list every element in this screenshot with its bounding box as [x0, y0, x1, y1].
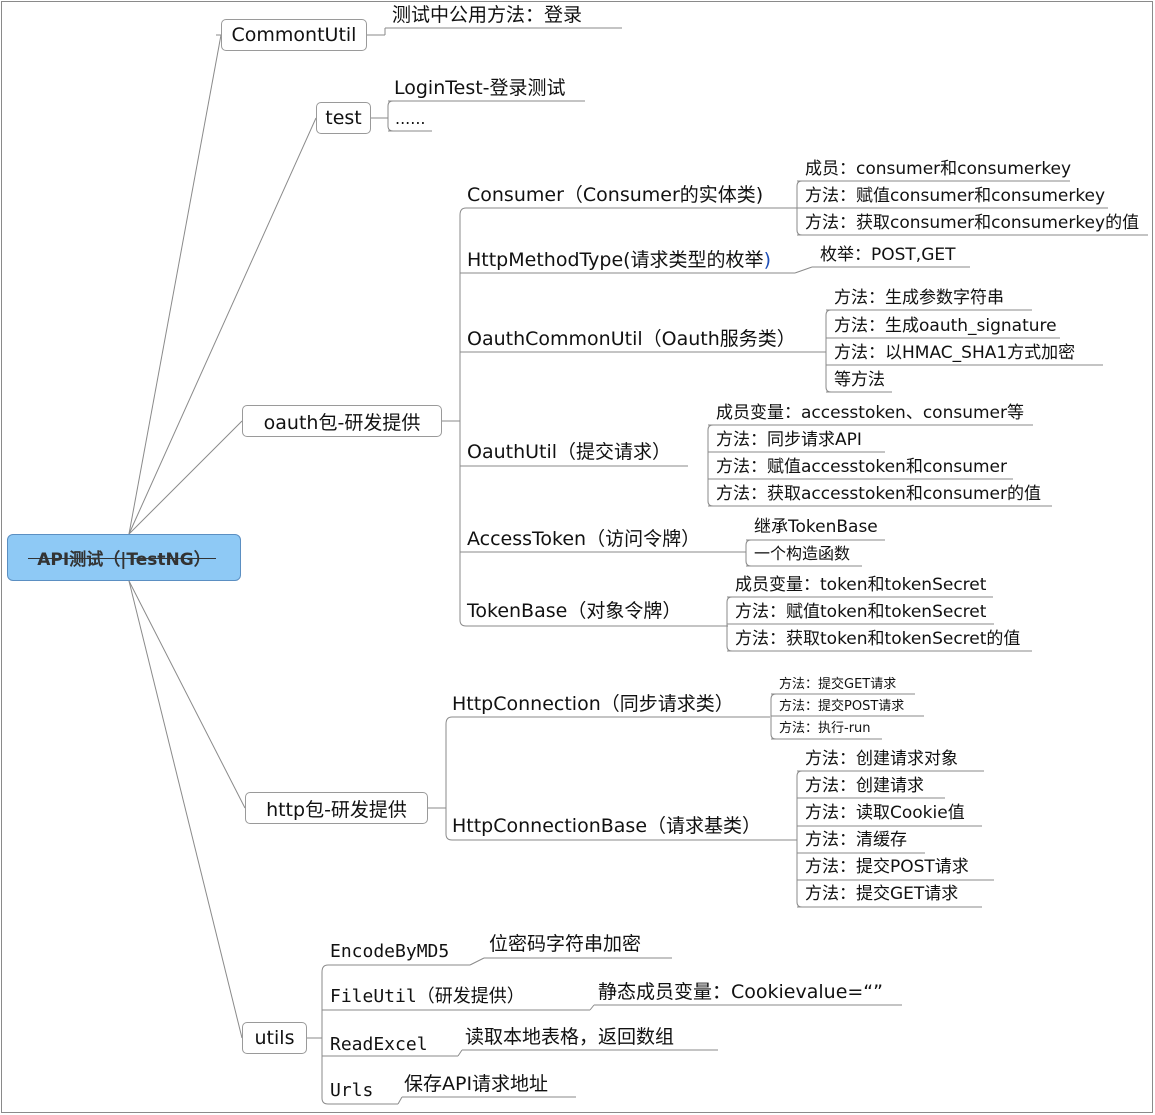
class-readexcel: ReadExcel [330, 1034, 428, 1055]
connector-line [457, 1049, 463, 1057]
connector-line [745, 539, 752, 546]
connector-line [825, 309, 832, 316]
consumer-item: 方法：赋值consumer和consumerkey [805, 186, 1106, 206]
accesstoken-item: 继承TokenBase [754, 517, 878, 537]
oauthcommonutil-item: 方法：以HMAC_SHA1方式加密 [834, 343, 1076, 363]
oauthcommonutil-item: 方法：生成参数字符串 [834, 288, 1004, 308]
class-accesstoken: AccessToken（访问令牌） [467, 528, 701, 550]
connector-line [459, 619, 728, 627]
class-httpconnection: HttpConnection（同步请求类） [452, 693, 734, 715]
connector-line [128, 117, 317, 535]
tokenbase-item: 方法：获取token和tokenSecret的值 [735, 629, 1021, 649]
root-topic[interactable]: API测试（|TestNG） [7, 534, 241, 581]
topic-oauth-label: oauth包-研发提供 [263, 411, 421, 434]
topic-test-label: test [325, 107, 362, 129]
httpconnectionbase-item: 方法：创建请求 [805, 776, 924, 796]
topic-oauth[interactable]: oauth包-研发提供 [242, 405, 442, 437]
httpconnection-item: 方法：执行-run [779, 721, 871, 736]
topic-commonutil[interactable]: CommontUtil [221, 19, 367, 51]
connector-line [128, 580, 243, 1039]
class-httpmethodtype-label: HttpMethodType(请求类型的枚举 [467, 249, 764, 271]
connector-line [707, 424, 714, 431]
connector-line [321, 1097, 398, 1105]
connector-line [707, 500, 714, 507]
connector-line [128, 580, 246, 809]
httpconnection-item: 方法：提交POST请求 [779, 699, 905, 714]
class-httpconnectionbase: HttpConnectionBase（请求基类） [452, 815, 762, 837]
topic-utils-label: utils [254, 1027, 295, 1049]
connector-line [770, 733, 777, 740]
connector-line [469, 957, 485, 966]
oauthutil-item: 方法：获取accesstoken和consumer的值 [716, 484, 1041, 504]
httpconnectionbase-item: 方法：提交GET请求 [805, 884, 959, 904]
connector-line [387, 125, 394, 132]
connector-line [794, 266, 813, 274]
consumer-item: 方法：获取consumer和consumerkey的值 [805, 213, 1140, 233]
httpconnectionbase-item: 方法：创建请求对象 [805, 749, 958, 769]
connector-line [128, 420, 243, 535]
test-item-ellipsis: ...... [395, 109, 426, 128]
class-fileutil: FileUtil（研发提供） [330, 986, 525, 1007]
accesstoken-item: 一个构造函数 [754, 544, 851, 563]
fileutil-note: 静态成员变量：Cookievalue=“” [598, 981, 883, 1003]
oauthutil-item: 方法：同步请求API [716, 430, 862, 450]
httpconnectionbase-item: 方法：清缓存 [805, 830, 907, 850]
class-httpmethodtype-paren: ) [763, 249, 771, 271]
httpconnection-item: 方法：提交GET请求 [779, 677, 897, 692]
connector-line [321, 964, 470, 973]
class-urls: Urls [330, 1080, 374, 1101]
topic-commonutil-label: CommontUtil [231, 24, 357, 46]
connector-line [796, 770, 803, 777]
connector-line [445, 716, 770, 725]
tokenbase-item: 成员变量：token和tokenSecret [735, 575, 987, 595]
connector-line [387, 100, 394, 107]
connector-line [445, 833, 797, 841]
urls-note: 保存API请求地址 [404, 1073, 549, 1095]
encodebymd5-note: 位密码字符串加密 [489, 933, 642, 955]
connector-line [825, 386, 832, 393]
connector-line [770, 693, 777, 700]
connector-line [726, 645, 733, 652]
connector-line [745, 560, 752, 567]
connector-line [726, 596, 733, 603]
connector-line [796, 180, 803, 187]
topic-http[interactable]: http包-研发提供 [245, 792, 428, 824]
class-oauthcommonutil: OauthCommonUtil（Oauth服务类） [467, 328, 796, 350]
connector-line [459, 207, 778, 216]
oauthutil-item: 方法：赋值accesstoken和consumer [716, 457, 1007, 477]
class-encodebymd5: EncodeByMD5 [330, 941, 450, 962]
topic-test[interactable]: test [316, 102, 371, 134]
oauthcommonutil-item: 等方法 [834, 370, 885, 390]
test-item-logintest: LoginTest-登录测试 [394, 77, 566, 99]
oauthcommonutil-item: 方法：生成oauth_signature [834, 316, 1057, 336]
readexcel-note: 读取本地表格，返回数组 [465, 1026, 675, 1048]
connector-line [128, 34, 222, 535]
httpmethodtype-item: 枚举：POST,GET [820, 245, 956, 265]
class-consumer: Consumer（Consumer的实体类) [467, 184, 764, 206]
httpconnectionbase-item: 方法：读取Cookie值 [805, 803, 965, 823]
class-httpmethodtype: HttpMethodType(请求类型的枚举) [467, 251, 771, 270]
consumer-item: 成员：consumer和consumerkey [805, 159, 1072, 179]
connector-line [589, 1004, 595, 1011]
commonutil-note: 测试中公用方法：登录 [392, 4, 583, 26]
root-strikethrough [28, 558, 216, 559]
connector-line [796, 901, 803, 908]
connector-line [796, 229, 803, 236]
root-topic-label: API测试（|TestNG） [37, 550, 211, 570]
class-oauthutil: OauthUtil（提交请求） [467, 441, 672, 463]
class-tokenbase: TokenBase（对象令牌） [467, 600, 682, 622]
oauthutil-item: 成员变量：accesstoken、consumer等 [716, 403, 1024, 423]
tokenbase-item: 方法：赋值token和tokenSecret [735, 602, 987, 622]
httpconnectionbase-item: 方法：提交POST请求 [805, 857, 969, 877]
topic-http-label: http包-研发提供 [266, 798, 407, 821]
topic-utils[interactable]: utils [242, 1022, 307, 1054]
connector-line [397, 1096, 403, 1105]
